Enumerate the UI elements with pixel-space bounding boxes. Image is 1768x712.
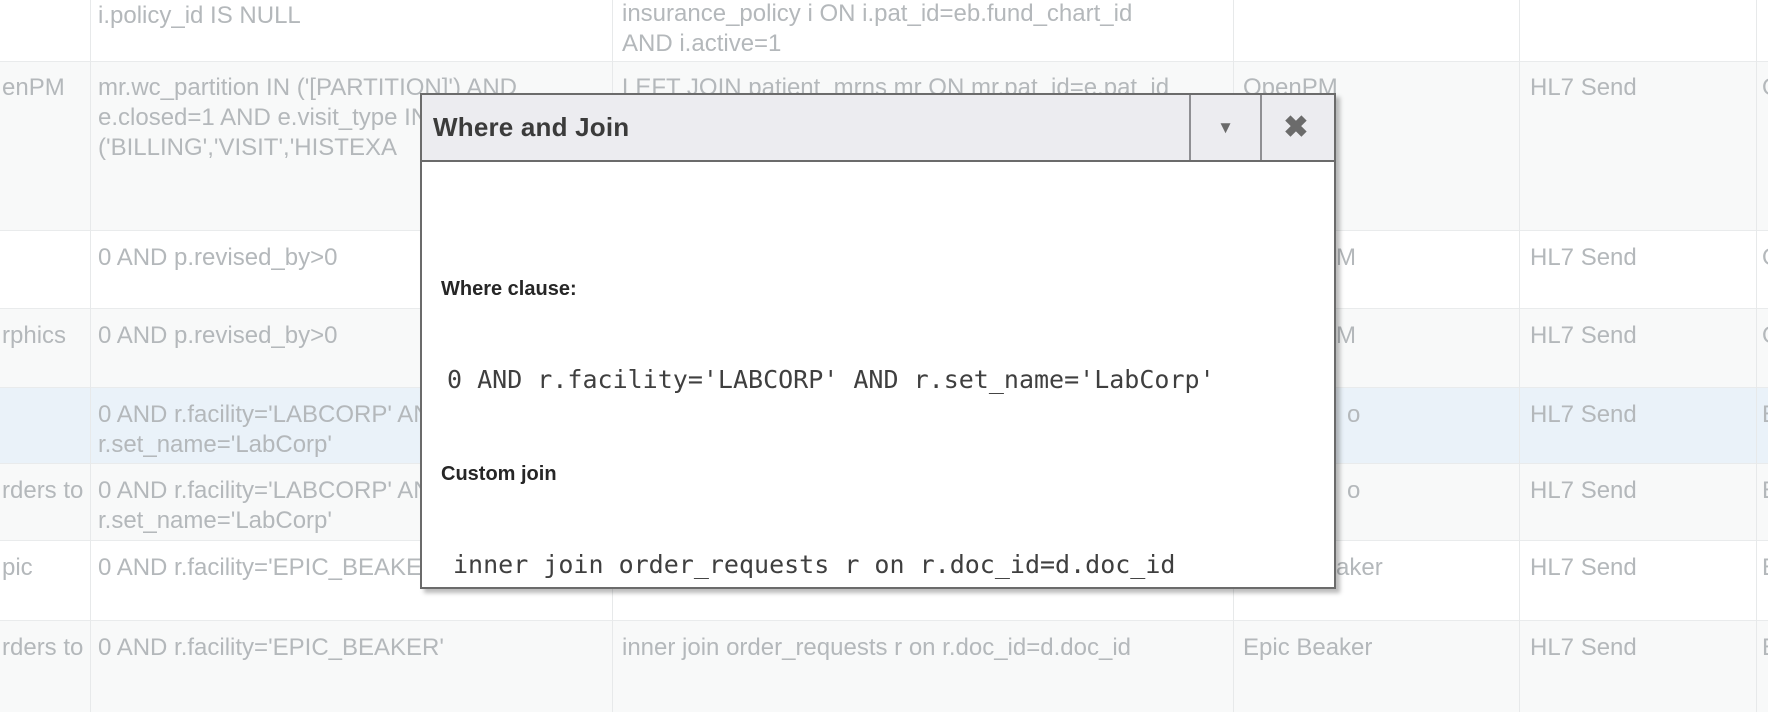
- cell-edge-fragment: O: [1762, 73, 1768, 103]
- dialog-body: Where clause: 0 AND r.facility='LABCORP'…: [422, 162, 1334, 587]
- cell-send-type: HL7 Send: [1530, 322, 1637, 349]
- cell-edge-fragment: E: [1762, 476, 1768, 506]
- cell-where-clause: e.closed=1 AND e.visit_type IN: [98, 104, 429, 131]
- where-and-join-dialog: Where and Join ▼ ✖ Where clause: 0 AND r…: [420, 93, 1336, 589]
- cell-send-type: HL7 Send: [1530, 634, 1637, 661]
- custom-join-value: inner join order_requests r on r.doc_id=…: [453, 550, 1176, 579]
- cell-edge-fragment: E: [1762, 400, 1768, 430]
- cell-edge-fragment: O: [1762, 243, 1768, 273]
- custom-join-label: Custom join: [441, 463, 557, 485]
- cell-join-clause: AND i.active=1: [622, 30, 782, 57]
- cell-join-clause: inner join order_requests r on r.doc_id=…: [622, 634, 1131, 661]
- chevron-down-icon: ▼: [1217, 117, 1234, 137]
- cell-where-clause: 0 AND r.facility='LABCORP' AND: [98, 401, 448, 428]
- cell-where-clause: i.policy_id IS NULL: [98, 2, 301, 29]
- cell-where-clause: 0 AND r.facility='EPIC_BEAKER': [98, 634, 444, 661]
- cell-name-fragment: pic: [2, 554, 33, 581]
- cell-system: o: [1347, 477, 1361, 504]
- cell-send-type: HL7 Send: [1530, 401, 1637, 428]
- cell-send-type: HL7 Send: [1530, 554, 1637, 581]
- collapse-button[interactable]: ▼: [1191, 95, 1260, 160]
- cell-where-clause: r.set_name='LabCorp': [98, 431, 332, 458]
- dialog-title: Where and Join: [433, 112, 630, 142]
- cell-edge-fragment: E: [1762, 553, 1768, 583]
- column-divider: [1519, 0, 1520, 712]
- table-row[interactable]: [0, 0, 1768, 61]
- cell-where-clause: 0 AND p.revised_by>0: [98, 322, 338, 349]
- where-clause-value: 0 AND r.facility='LABCORP' AND r.set_nam…: [447, 365, 1215, 394]
- titlebar-separator: [1260, 95, 1262, 160]
- close-icon: ✖: [1283, 111, 1309, 144]
- column-divider: [90, 0, 91, 712]
- cell-send-type: HL7 Send: [1530, 477, 1637, 504]
- table-row[interactable]: [0, 620, 1768, 712]
- cell-send-type: HL7 Send: [1530, 244, 1637, 271]
- cell-where-clause: r.set_name='LabCorp': [98, 507, 332, 534]
- titlebar-separator: [1189, 95, 1191, 160]
- dialog-titlebar: Where and Join ▼ ✖: [422, 95, 1334, 162]
- column-divider: [1756, 0, 1757, 712]
- cell-name-fragment: rphics: [2, 322, 67, 349]
- cell-join-clause: insurance_policy i ON i.pat_id=eb.fund_c…: [622, 0, 1133, 27]
- cell-where-clause: 0 AND p.revised_by>0: [98, 244, 338, 271]
- where-clause-label: Where clause:: [441, 278, 577, 300]
- cell-name-fragment: rders to: [2, 477, 84, 504]
- cell-name-fragment: enPM: [2, 74, 65, 101]
- cell-name-fragment: rders to: [2, 634, 84, 661]
- cell-where-clause: ('BILLING','VISIT','HISTEXA: [98, 134, 397, 161]
- close-button[interactable]: ✖: [1262, 95, 1330, 160]
- cell-send-type: HL7 Send: [1530, 74, 1637, 101]
- row-divider: [0, 61, 1768, 62]
- cell-system: M: [1336, 244, 1356, 271]
- cell-edge-fragment: E: [1762, 633, 1768, 663]
- cell-system: Epic Beaker: [1243, 634, 1373, 661]
- cell-system: aker: [1336, 554, 1383, 581]
- cell-system: o: [1347, 401, 1361, 428]
- cell-system: M: [1336, 322, 1356, 349]
- row-divider: [0, 620, 1768, 621]
- cell-where-clause: 0 AND r.facility='EPIC_BEAKER': [98, 554, 444, 581]
- cell-edge-fragment: O: [1762, 321, 1768, 351]
- cell-where-clause: 0 AND r.facility='LABCORP' AND: [98, 477, 448, 504]
